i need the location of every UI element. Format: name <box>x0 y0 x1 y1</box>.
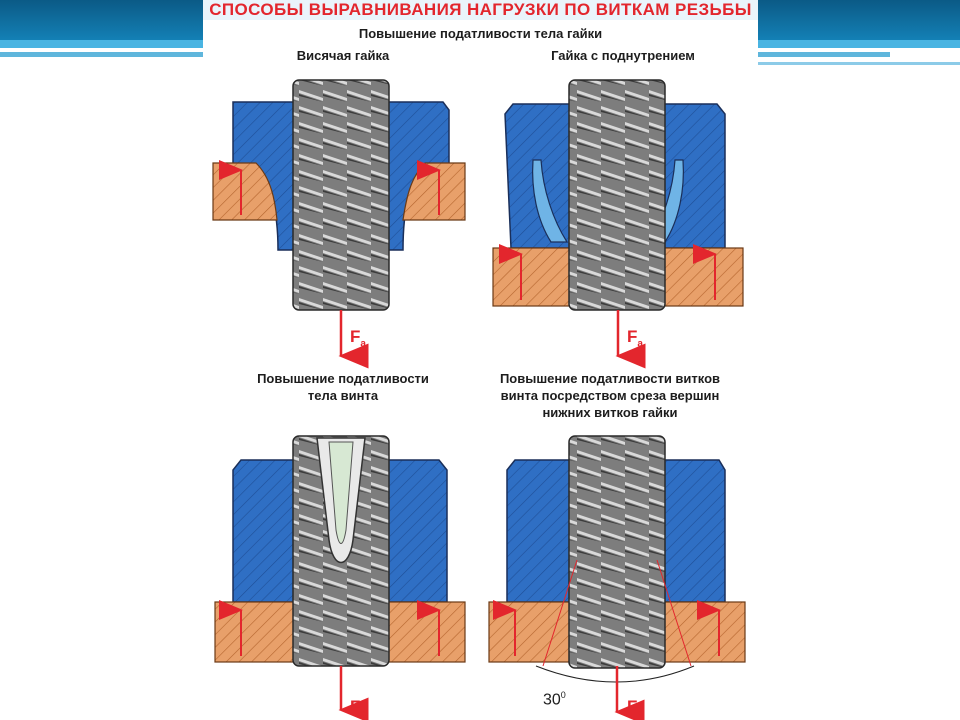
screw <box>292 79 390 311</box>
heading-screw-body-line2: тела винта <box>307 388 379 403</box>
force-label-4: Fa <box>627 697 643 720</box>
diagram-poster: СПОСОБЫ ВЫРАВНИВАНИЯ НАГРУЗКИ ПО ВИТКАМ … <box>203 0 758 720</box>
figure-screw-threads <box>488 435 746 720</box>
force-label-2: Fa <box>627 327 643 350</box>
main-title: СПОСОБЫ ВЫРАВНИВАНИЯ НАГРУЗКИ ПО ВИТКАМ … <box>203 0 758 20</box>
figure-hanging-nut <box>212 79 466 369</box>
cone-line-left <box>542 559 578 667</box>
figure-screw-body <box>214 435 466 720</box>
label-undercut-nut: Гайка с поднутрением <box>551 48 695 63</box>
heading-screw-threads: Повышение податливости витков винта поср… <box>465 370 755 421</box>
angle-label: 300 <box>543 690 566 709</box>
slide-line-left <box>0 52 205 57</box>
heading-nut-body: Повышение податливости тела гайки <box>358 26 603 41</box>
heading-screw-threads-line1: Повышение податливости витков <box>499 371 721 386</box>
screw-bore-inner <box>328 441 354 544</box>
heading-screw-threads-line3: нижних витков гайки <box>542 405 678 420</box>
heading-screw-body: Повышение податливости тела винта <box>223 370 463 404</box>
slide-line-right-thin <box>757 62 960 65</box>
screw <box>568 435 666 669</box>
cone-line-right <box>656 559 692 667</box>
label-hanging-nut: Висячая гайка <box>296 48 390 63</box>
undercut-groove-left <box>532 159 569 243</box>
screw <box>568 79 666 311</box>
force-label-1: Fa <box>350 327 366 350</box>
force-label-3: Fa <box>350 697 366 720</box>
figure-undercut-nut <box>492 79 744 369</box>
heading-screw-body-line1: Повышение податливости <box>257 371 429 386</box>
slide-line-right <box>757 52 890 57</box>
heading-screw-threads-line2: винта посредством среза вершин <box>500 388 720 403</box>
